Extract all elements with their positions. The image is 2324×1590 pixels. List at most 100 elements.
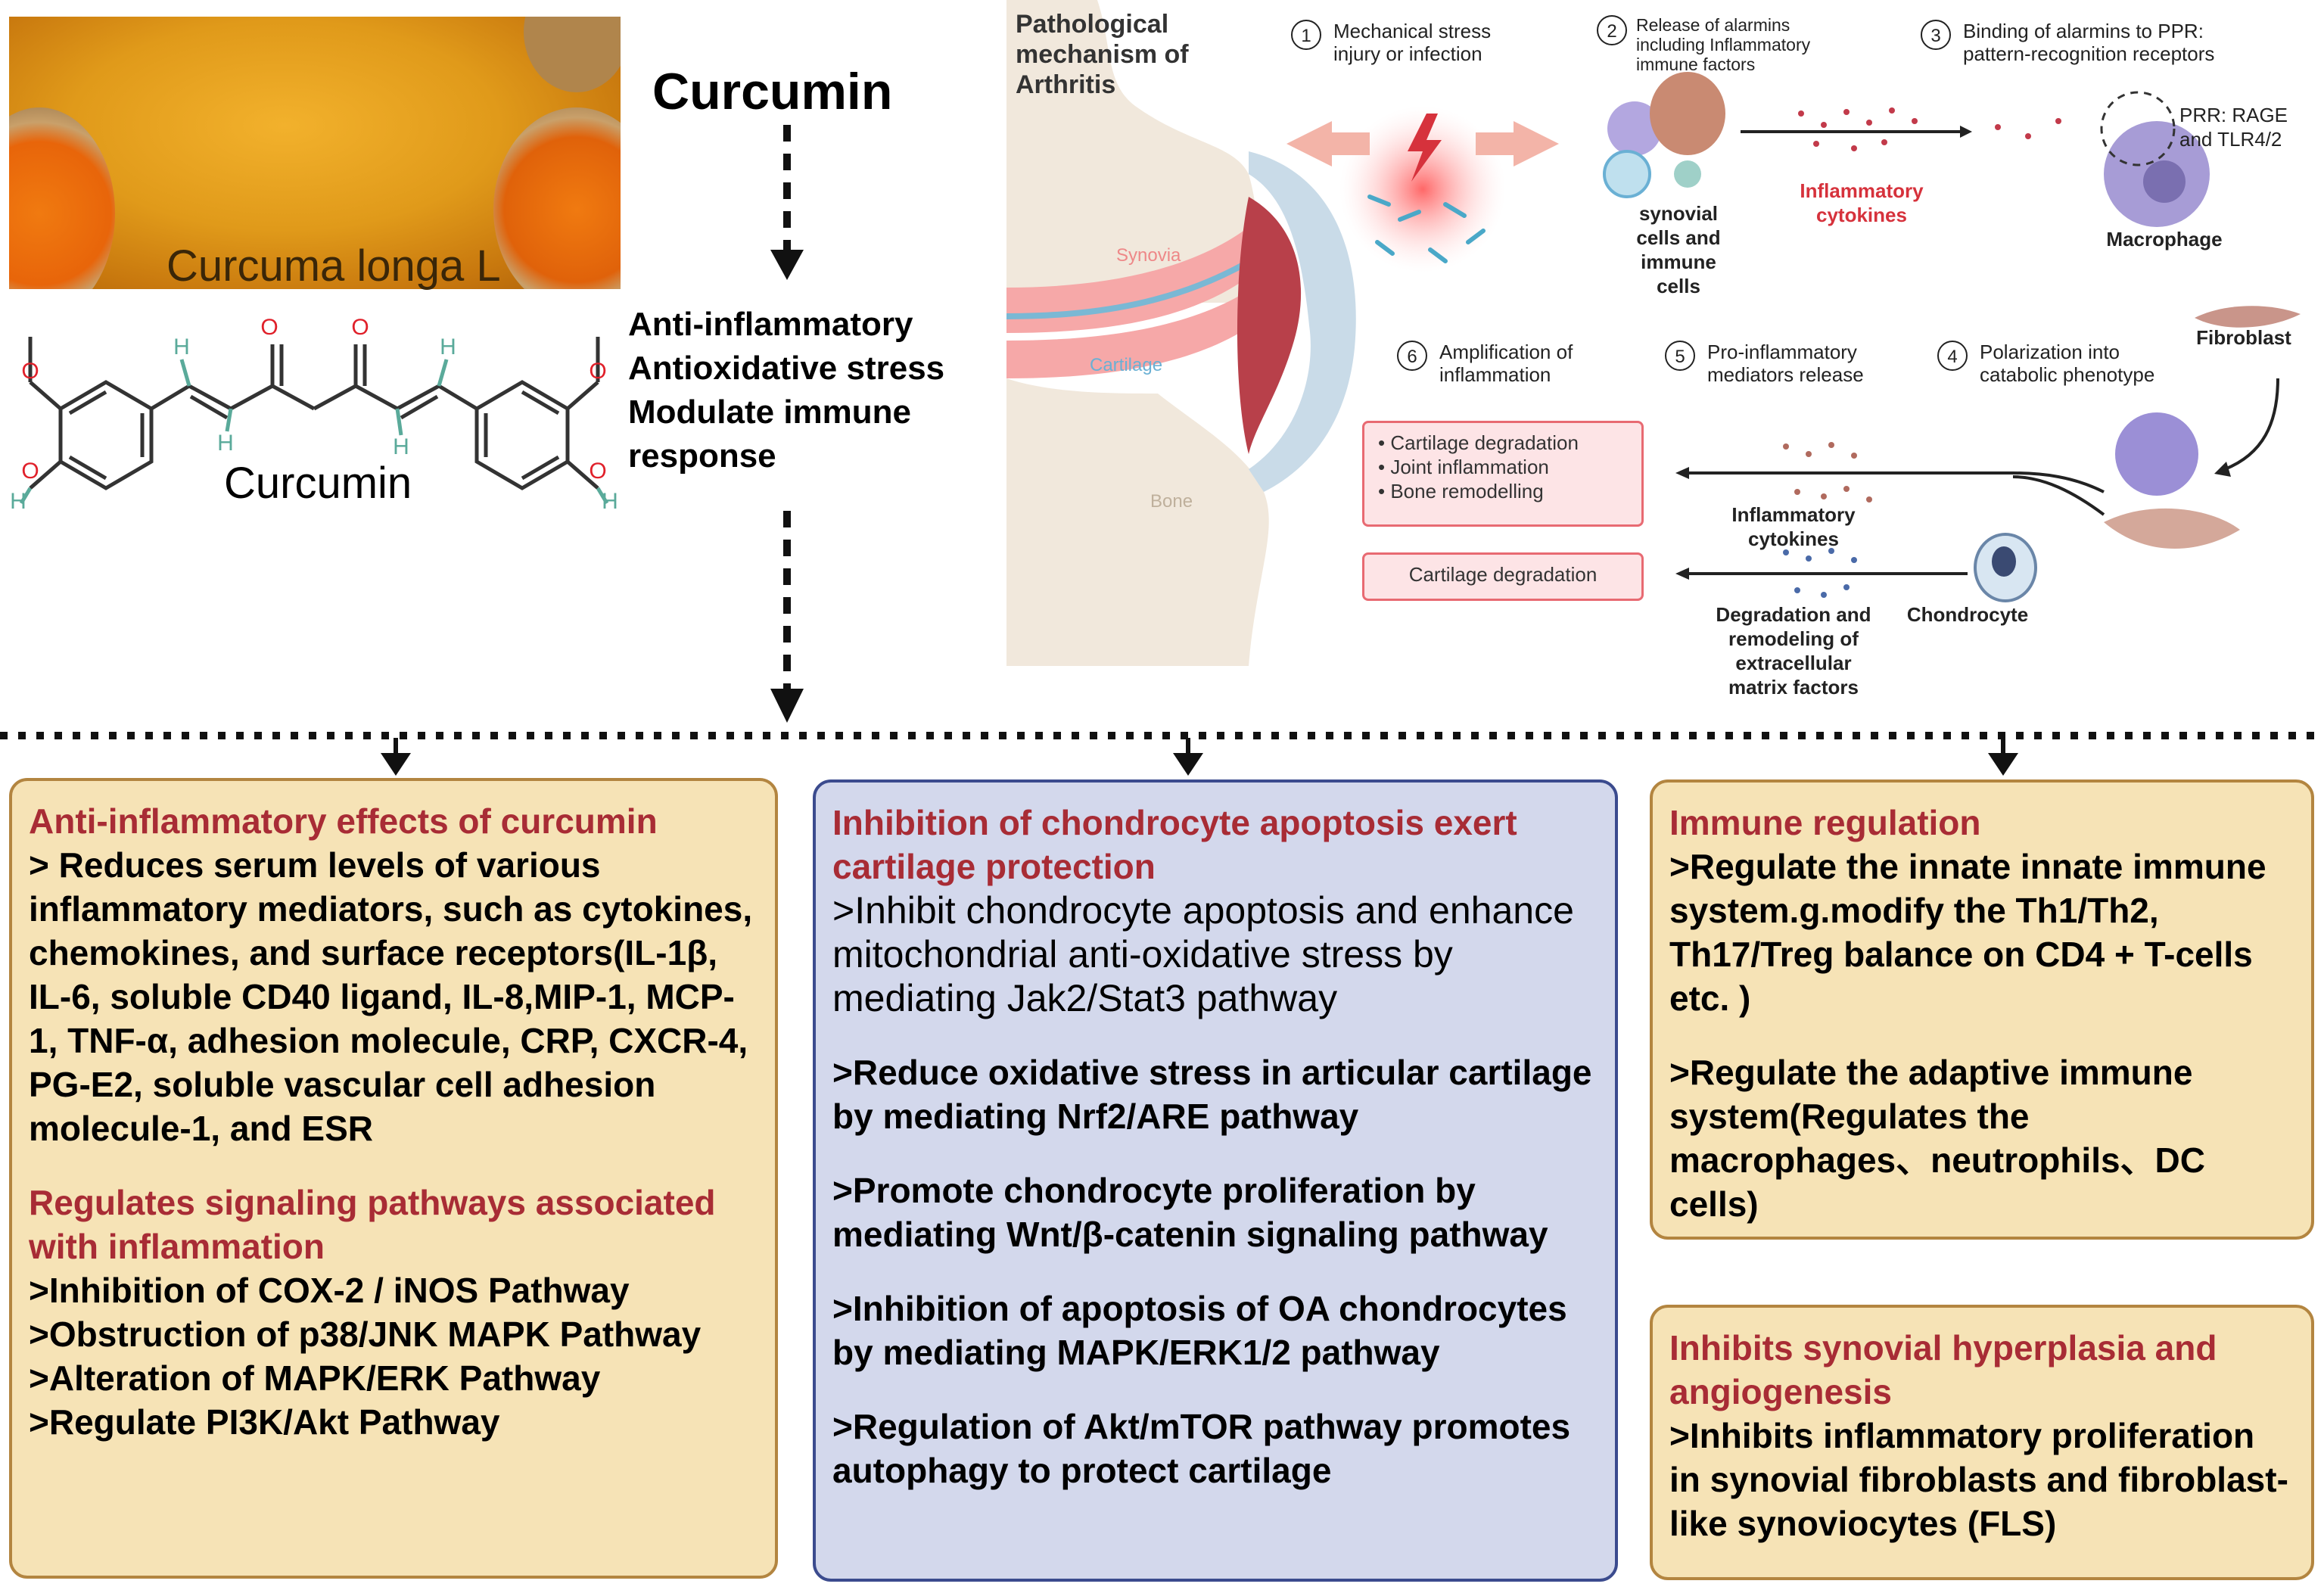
outcome-box: • Cartilage degradation • Joint inflamma… (1362, 421, 1644, 527)
atom-h: H (173, 334, 190, 359)
turmeric-photo (9, 17, 621, 289)
label-line: remodeling of (1728, 627, 1859, 650)
synovial-tissue (1237, 197, 1302, 454)
step-3: 3 Binding of alarmins to PPR:pattern-rec… (1921, 20, 2214, 65)
pressure-arrow-right (1476, 121, 1559, 166)
step-number: 4 (1937, 341, 1968, 371)
step-text: Binding of alarmins to PPR: (1963, 20, 2204, 42)
box-item: >Inhibit chondrocyte apoptosis and enhan… (832, 889, 1574, 1019)
label-line: Degradation and (1716, 603, 1871, 626)
pathway-illustration (1603, 72, 2301, 602)
outcome-item: • Joint inflammation (1378, 456, 1549, 478)
lower-bone (1006, 378, 1269, 666)
lower-cartilage (1006, 280, 1271, 378)
atom-h: H (602, 489, 618, 514)
macrophage-label: Macrophage (2106, 228, 2223, 250)
joint-capsule (1249, 151, 1356, 492)
label-line: cytokines (1748, 527, 1839, 550)
step-text: Amplification of (1439, 341, 1573, 363)
inflammatory-cytokines-label: Inflammatory cytokines (1718, 503, 1869, 551)
curcumin-structure: O O O O O O H H H H H H (10, 315, 618, 514)
atom-h: H (393, 434, 409, 459)
prr-label: PRR: RAGE and TLR4/2 (2179, 103, 2288, 151)
label-line: synovial (1638, 202, 1719, 225)
step-text: Release of alarmins (1636, 15, 1790, 35)
box-item: >Regulate the adaptive immune system(Reg… (1669, 1053, 2205, 1224)
box-item: >Regulate PI3K/Akt Pathway (29, 1402, 500, 1442)
pathology-title-line: Arthritis (1016, 70, 1116, 99)
bone-label: Bone (1150, 491, 1193, 512)
box-item: >Promote chondrocyte proliferation by me… (832, 1171, 1548, 1254)
step-text: Mechanical stress (1333, 20, 1492, 42)
label-line: Inflammatory (1731, 503, 1856, 526)
upper-bone (1006, 0, 1258, 303)
main-title: Curcumin (652, 63, 893, 120)
label-line: and TLR4/2 (2179, 128, 2282, 151)
lightning-icon (1408, 114, 1442, 182)
box-heading: Inhibits synovial hyperplasia and angiog… (1669, 1328, 2217, 1411)
immune-cell (1674, 160, 1701, 188)
spacer (832, 1138, 1598, 1168)
atom-h: H (440, 334, 456, 359)
chondrocyte-label: Chondrocyte (1906, 603, 2029, 626)
inflammation-glow (1339, 106, 1506, 272)
outcome-item: • Bone remodelling (1378, 480, 1544, 503)
pressure-arrow-left (1286, 121, 1370, 166)
atom-o: O (589, 359, 606, 384)
immune-cell (1603, 150, 1651, 198)
stress-injury-illustration (1286, 106, 1559, 272)
box-item: >Alteration of MAPK/ERK Pathway (29, 1358, 601, 1398)
step-text: injury or infection (1333, 42, 1482, 65)
box-item: >Regulation of Akt/mTOR pathway promotes… (832, 1407, 1571, 1490)
upper-cartilage (1006, 227, 1264, 333)
box-heading: Regulates signaling pathways associated … (29, 1183, 716, 1266)
atom-h: H (217, 431, 234, 456)
step-number: 6 (1397, 341, 1427, 371)
label-line: cells (1657, 275, 1700, 297)
spacer (832, 1020, 1598, 1050)
structure-label: Curcumin (224, 459, 412, 508)
fibroblast-label: Fibroblast (2196, 326, 2291, 349)
pathology-title: Pathological mechanism of Arthritis (1016, 9, 1189, 100)
box-item: >Regulate the innate innate immune syste… (1669, 847, 2266, 1018)
connector-arrows (0, 125, 2324, 776)
atom-o: O (351, 315, 369, 340)
label-line: matrix factors (1728, 676, 1859, 699)
synovial-hyperplasia-box: Inhibits synovial hyperplasia and angiog… (1650, 1305, 2314, 1580)
effect-item: Anti-inflammatory (628, 306, 913, 343)
atom-h: H (10, 489, 26, 514)
step-text: Pro-inflammatory (1707, 341, 1857, 363)
step-number: 3 (1921, 20, 1951, 50)
prr-callout (2100, 91, 2176, 166)
atom-o: O (21, 359, 39, 384)
anti-inflammatory-box: Anti-inflammatory effects of curcumin > … (9, 778, 778, 1579)
polarized-macrophage (2115, 412, 2198, 496)
effect-item: response (628, 437, 776, 475)
step-text: immune factors (1636, 54, 1756, 74)
step-text: including Inflammatory (1636, 35, 1811, 54)
polarized-fibroblast (2104, 508, 2240, 549)
spacer (832, 1256, 1598, 1287)
label-line: cytokines (1816, 204, 1907, 226)
atom-o: O (260, 315, 278, 340)
joint-space (1006, 254, 1258, 319)
synovial-cell (1650, 72, 1725, 155)
step-text: Polarization into (1980, 341, 2120, 363)
outcome-item: • Cartilage degradation (1378, 431, 1579, 454)
photo-label: Curcuma longa L (166, 241, 501, 291)
degradation-label: Degradation and remodeling of extracellu… (1703, 602, 1884, 699)
atom-o: O (589, 459, 606, 484)
outcome-box: Cartilage degradation (1362, 552, 1644, 601)
immune-cell (1607, 101, 1662, 156)
label-line: immune (1641, 250, 1716, 273)
box-body: >Inhibits inflammatory proliferation in … (1669, 1416, 2288, 1543)
box-item: >Obstruction of p38/JNK MAPK Pathway (29, 1315, 702, 1354)
step-text: pattern-recognition receptors (1963, 42, 2215, 65)
box-heading: Immune regulation (1669, 803, 1981, 842)
synovial-cells-label: synovial cells and immune cells (1633, 201, 1724, 298)
cartilage-label: Cartilage (1090, 355, 1162, 375)
step-text: mediators release (1707, 363, 1864, 386)
